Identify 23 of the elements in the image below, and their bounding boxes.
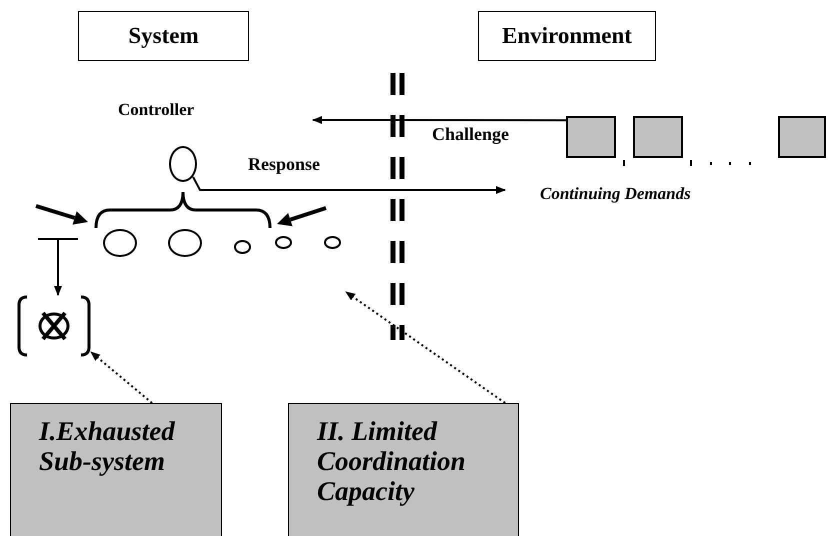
demand-box [566,116,616,158]
system-box: System [78,11,249,61]
controller-circle [169,146,197,182]
controller-label: Controller [118,100,194,120]
arrow [192,176,506,194]
caption-label: Continuing Demands [540,184,691,204]
demand-box [778,116,826,158]
problem-box: I.Exhausted Sub-system [10,403,222,536]
edge-label: Challenge [432,124,510,145]
subsystem-circle [103,229,137,257]
demand-box [633,116,683,158]
exhausted-subsystem-symbol [17,295,91,357]
subsystem-circle [324,236,341,249]
problem-box: II. Limited Coordination Capacity [288,403,519,536]
subsystem-circle [168,229,202,257]
environment-box: Environment [478,11,656,61]
edge-label: Response [248,154,320,175]
subsystem-circle [234,240,251,254]
leader-line [90,351,153,404]
subsystem-circle [275,236,292,249]
arrow [312,116,566,124]
leader-line [345,291,506,404]
arrow [54,239,62,296]
